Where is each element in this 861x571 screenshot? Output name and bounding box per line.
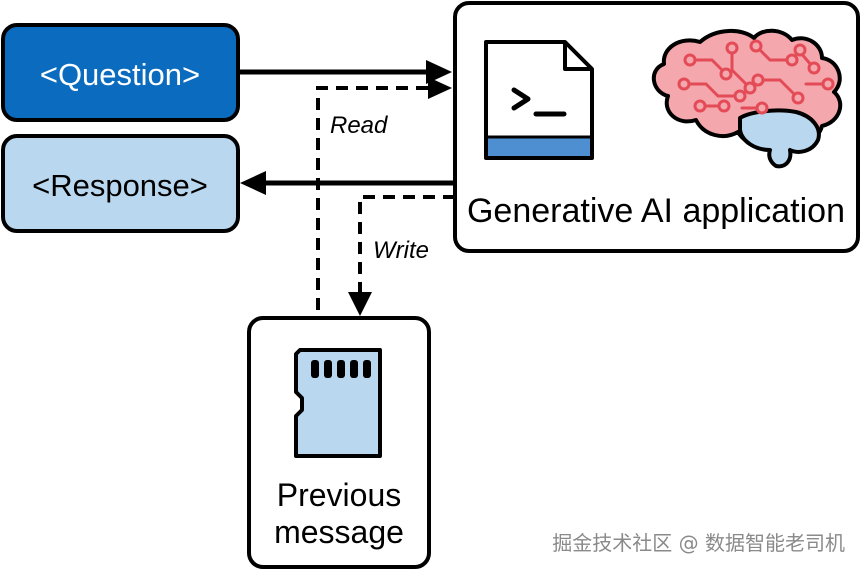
response-node: <Response> bbox=[1, 134, 240, 233]
app-node: Generative AI application bbox=[453, 1, 860, 253]
memory-label-line2: message bbox=[274, 514, 404, 550]
edge-read: Read bbox=[316, 77, 452, 310]
question-node: <Question> bbox=[1, 23, 240, 122]
edge-question-to-app bbox=[240, 60, 452, 84]
response-label: <Response> bbox=[32, 168, 208, 203]
question-box bbox=[1, 23, 240, 122]
question-label: <Question> bbox=[40, 57, 200, 92]
memory-node: Previous message bbox=[247, 316, 431, 569]
brain-icon bbox=[652, 28, 843, 169]
app-label: Generative AI application bbox=[467, 192, 845, 230]
sd-card-icon bbox=[294, 348, 382, 458]
terminal-file-icon bbox=[484, 40, 594, 160]
read-label: Read bbox=[330, 112, 388, 139]
memory-label-line1: Previous bbox=[277, 477, 402, 513]
edge-write: Write bbox=[348, 195, 455, 316]
response-box bbox=[1, 134, 240, 233]
watermark: 掘金技术社区 @ 数据智能老司机 bbox=[552, 531, 845, 555]
edge-app-to-response bbox=[240, 171, 455, 195]
write-label: Write bbox=[373, 237, 429, 264]
